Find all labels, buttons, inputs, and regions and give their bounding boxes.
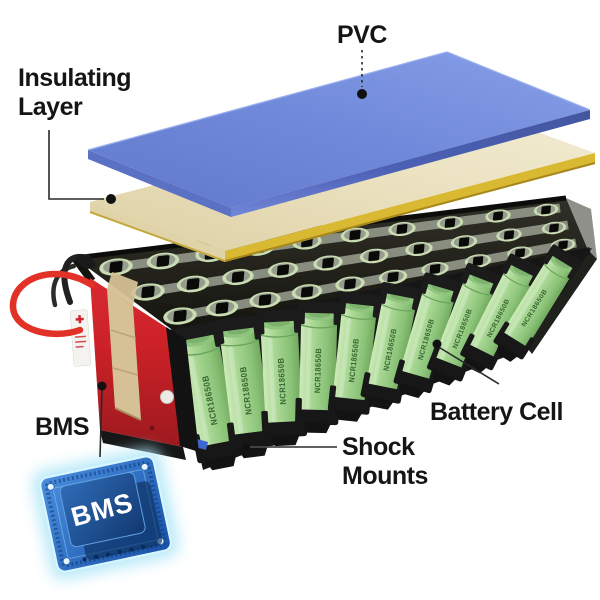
pvc-anchor-dot: [357, 89, 367, 99]
leader-lines: [48, 50, 500, 458]
shock-mounts-anchor-dot: [242, 443, 250, 451]
label-sticker: [69, 309, 92, 367]
shock-mounts-label: Shock Mounts: [342, 433, 428, 491]
battery-cell: [294, 300, 342, 435]
red-wire: [9, 270, 96, 337]
anchor-dots: [97, 89, 442, 451]
round-sticker: [160, 390, 174, 404]
insulating-layer-label: Insulating Layer: [18, 64, 132, 122]
pvc-label: PVC: [337, 21, 387, 49]
insulating-layer-label-line2: Layer: [18, 93, 83, 121]
black-wire: [51, 263, 77, 308]
shock-mounts-label-line2: Mounts: [342, 462, 428, 490]
shock-mounts-label-line1: Shock: [342, 433, 415, 461]
battery-cell-anchor-dot: [432, 339, 442, 349]
bms-anchor-dot: [97, 381, 107, 391]
pvc-sheet: [87, 51, 591, 217]
battery-cell-label: Battery Cell: [430, 398, 563, 426]
bms-label: BMS: [35, 413, 90, 441]
battery-cell-leader-line: [436, 345, 500, 385]
pack-right-end: [566, 198, 597, 259]
tape-strap: [107, 272, 142, 421]
insulating-leader-line: [48, 130, 104, 200]
bms-leader-line: [99, 389, 103, 458]
insulating-anchor-dot: [106, 194, 116, 204]
wires: [9, 253, 96, 337]
battery-pack: [9, 195, 597, 474]
insulating-layer-label-line1: Insulating: [18, 64, 132, 92]
bms-chip-icon: BMS: [31, 448, 180, 580]
